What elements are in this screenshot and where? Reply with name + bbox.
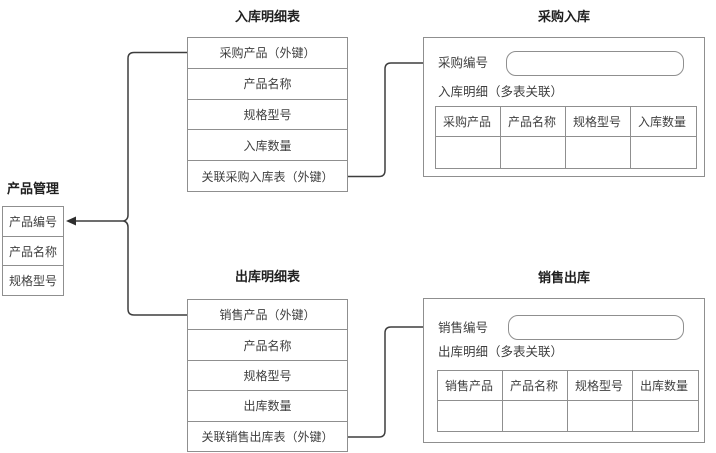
table-row: 采购产品（外键）: [219, 46, 316, 61]
grid-header-cell: 产品名称: [503, 371, 568, 401]
grid-empty-cell: [438, 401, 503, 431]
outbound-detail-section-label: 出库明细（多表关联）: [438, 344, 564, 359]
grid-empty-cell: [568, 401, 633, 431]
grid-header-cell: 出库数量: [633, 371, 698, 401]
purchase-inbound-panel-title: 采购入库: [537, 10, 590, 25]
grid-empty-cell: [566, 137, 631, 168]
inbound-detail-section-label: 入库明细（多表关联）: [438, 84, 564, 99]
inbound-detail-table: 采购产品（外键） 产品名称 规格型号 入库数量 关联采购入库表（外键）: [187, 37, 348, 192]
table-row: 出库数量: [188, 390, 347, 420]
sales-outbound-panel: 销售编号 出库明细（多表关联） 销售产品 产品名称 规格型号 出库数量: [423, 298, 705, 443]
grid-header-cell: 规格型号: [566, 107, 631, 137]
grid-header-cell: 规格型号: [568, 371, 633, 401]
grid-header-cell: 采购产品: [436, 107, 501, 137]
connector-detail-tables-to-product: [121, 51, 187, 316]
sales-no-label: 销售编号: [438, 320, 489, 335]
table-row: 关联采购入库表（外键）: [188, 160, 347, 191]
inbound-detail-table-title: 入库明细表: [234, 10, 300, 25]
grid-empty-cell: [503, 401, 568, 431]
purchase-inbound-panel: 采购编号 入库明细（多表关联） 采购产品 产品名称 规格型号 入库数量: [423, 37, 705, 177]
table-row: 入库数量: [188, 129, 347, 160]
grid-empty-cell: [631, 137, 696, 168]
connector-inbound-fk-to-purchase-panel: [348, 62, 424, 178]
purchase-no-label: 采购编号: [438, 55, 489, 70]
outbound-detail-grid: 销售产品 产品名称 规格型号 出库数量: [437, 370, 699, 432]
grid-header-cell: 产品名称: [501, 107, 566, 137]
table-row: 规格型号: [188, 359, 347, 390]
table-row: 关联销售出库表（外键）: [188, 420, 347, 451]
table-row: 销售产品（外键）: [219, 308, 316, 323]
arrowhead-to-product-id: [66, 216, 76, 226]
table-row: 产品名称: [188, 329, 347, 359]
sales-outbound-panel-title: 销售出库: [537, 271, 590, 286]
table-row-product-id: 产品编号: [8, 214, 57, 229]
grid-empty-row: [436, 137, 696, 168]
grid-header-row: 采购产品 产品名称 规格型号 入库数量: [436, 107, 696, 137]
table-row: 产品名称: [188, 67, 347, 99]
connector-outbound-fk-to-sales-panel: [348, 326, 424, 438]
table-row: 规格型号: [188, 98, 347, 130]
grid-empty-cell: [501, 137, 566, 168]
grid-empty-row: [438, 401, 698, 431]
grid-header-cell: 入库数量: [631, 107, 696, 137]
outbound-detail-table: 销售产品（外键） 产品名称 规格型号 出库数量 关联销售出库表（外键）: [187, 299, 348, 452]
purchase-no-input[interactable]: [506, 51, 684, 76]
grid-empty-cell: [436, 137, 501, 168]
sales-no-input[interactable]: [508, 315, 684, 340]
table-row-product-spec: 规格型号: [3, 265, 63, 295]
outbound-detail-table-title: 出库明细表: [234, 270, 300, 285]
grid-empty-cell: [633, 401, 698, 431]
table-row-product-name: 产品名称: [3, 235, 63, 266]
inbound-detail-grid: 采购产品 产品名称 规格型号 入库数量: [435, 106, 697, 169]
product-table: 产品编号 产品名称 规格型号: [2, 206, 64, 296]
grid-header-row: 销售产品 产品名称 规格型号 出库数量: [438, 371, 698, 401]
product-table-title: 产品管理: [6, 182, 59, 197]
grid-header-cell: 销售产品: [438, 371, 503, 401]
